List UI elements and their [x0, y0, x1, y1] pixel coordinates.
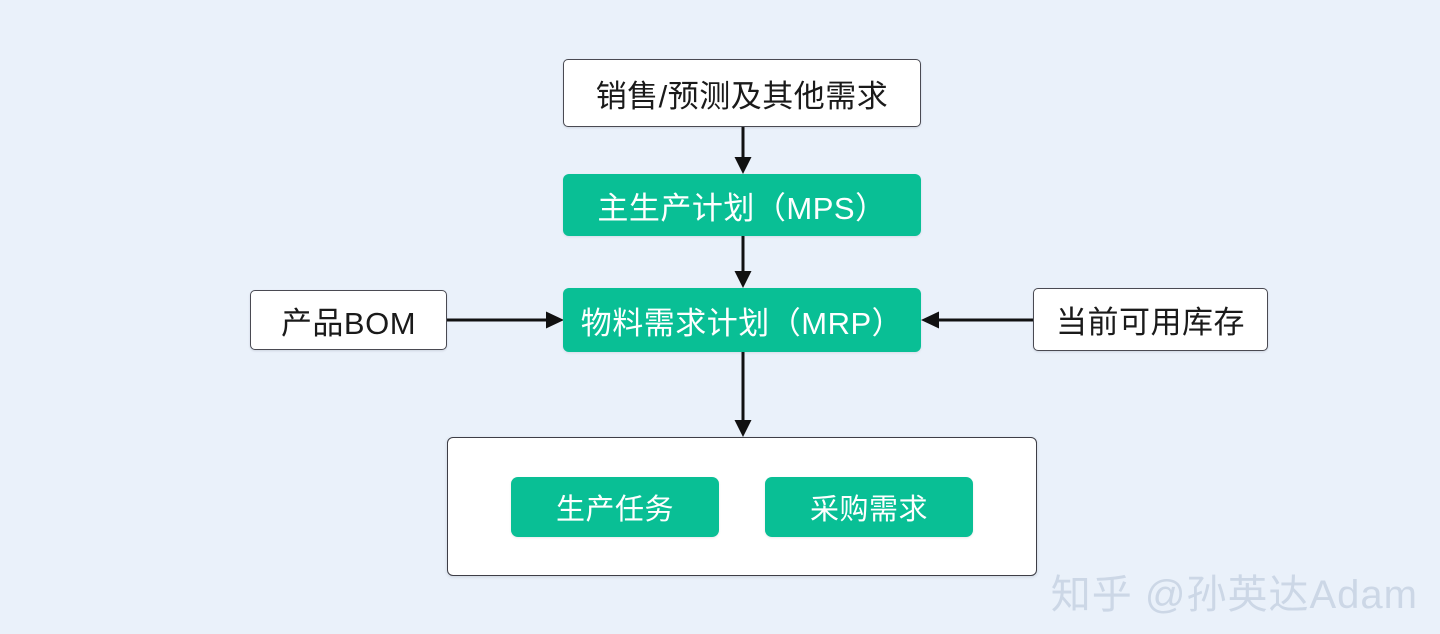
- node-purchase-requirement[interactable]: 采购需求: [765, 477, 973, 537]
- node-label: 产品BOM: [280, 305, 417, 341]
- node-material-requirements-planning[interactable]: 物料需求计划（MRP）: [563, 288, 921, 352]
- node-label: 物料需求计划（MRP）: [580, 305, 904, 341]
- arrow-inventory-to-mrp: [921, 308, 1034, 332]
- arrow-mrp-to-outputs: [731, 352, 755, 438]
- node-label: 主生产计划（MPS）: [597, 190, 887, 226]
- arrow-mps-to-mrp: [731, 236, 755, 289]
- arrow-demand-to-mps: [731, 127, 755, 175]
- arrow-bom-to-mrp: [447, 308, 565, 332]
- node-label: 采购需求: [809, 494, 928, 526]
- node-product-bom[interactable]: 产品BOM: [250, 290, 447, 350]
- node-label: 生产任务: [555, 494, 674, 526]
- node-current-available-inventory[interactable]: 当前可用库存: [1033, 288, 1268, 351]
- watermark-text: 知乎 @孙英达Adam: [1050, 573, 1418, 617]
- node-production-task[interactable]: 生产任务: [511, 477, 719, 537]
- node-label: 销售/预测及其他需求: [595, 78, 889, 114]
- node-label: 当前可用库存: [1056, 305, 1245, 340]
- node-sales-forecast-demand[interactable]: 销售/预测及其他需求: [563, 59, 921, 127]
- node-master-production-schedule[interactable]: 主生产计划（MPS）: [563, 174, 921, 236]
